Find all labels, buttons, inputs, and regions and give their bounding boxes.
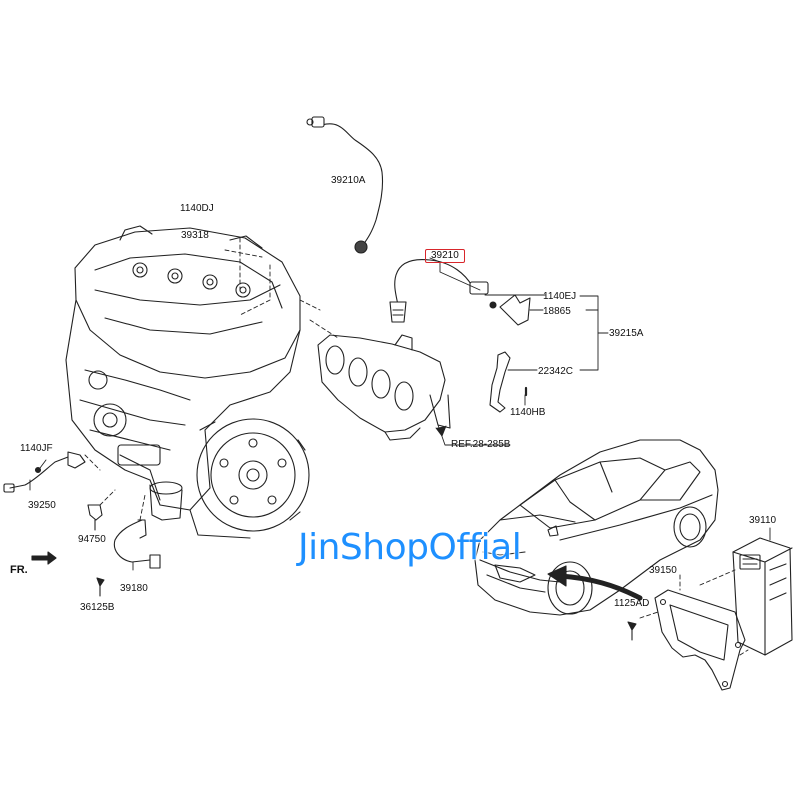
label-22342c: 22342C <box>538 366 574 377</box>
label-front: FR. <box>10 564 28 576</box>
label-39210a: 39210A <box>331 175 366 186</box>
label-1140jf: 1140JF <box>20 443 53 454</box>
crank-position-sensor-39180 <box>113 519 161 571</box>
label-1140ej: 1140EJ <box>543 291 577 302</box>
label-39180: 39180 <box>120 583 148 594</box>
exhaust-manifold <box>317 334 451 441</box>
engine-leaders <box>84 237 339 521</box>
front-arrow-icon <box>31 551 57 565</box>
engine-assembly <box>65 225 310 539</box>
label-1140dj: 1140DJ <box>180 203 214 214</box>
label-39215a: 39215A <box>609 328 644 339</box>
bracket-18865 <box>489 294 531 326</box>
bolt-1125ad <box>627 621 637 641</box>
ecu-leaders <box>639 569 749 656</box>
vehicle-illustration <box>474 439 719 616</box>
label-ref: REF.28-285B <box>451 439 511 450</box>
ref-leader <box>435 424 511 446</box>
label-39210-highlighted: 39210 <box>425 249 465 263</box>
label-36125b: 36125B <box>80 602 115 613</box>
label-1125ad: 1125AD <box>614 598 650 609</box>
watermark-text: JinShopOffial <box>297 527 522 569</box>
bolt-36125b <box>96 577 105 597</box>
o2-sensor-downstream <box>389 258 489 323</box>
oil-pressure-switch-94750 <box>87 504 103 531</box>
label-39150: 39150 <box>649 565 677 576</box>
o2-sensor-upstream <box>306 116 384 254</box>
label-39318: 39318 <box>181 230 209 241</box>
leaders-right <box>429 257 609 406</box>
ecu-bracket-39150 <box>654 589 746 691</box>
label-94750: 94750 <box>78 534 106 545</box>
ecu-39110 <box>732 527 793 656</box>
ecu-location-arrow <box>547 565 643 601</box>
label-39110: 39110 <box>749 515 777 526</box>
label-39250: 39250 <box>28 500 56 511</box>
knock-sensor-39250 <box>3 451 86 493</box>
bracket-22342c <box>489 351 528 413</box>
label-1140hb: 1140HB <box>510 407 546 418</box>
label-18865: 18865 <box>543 306 571 317</box>
